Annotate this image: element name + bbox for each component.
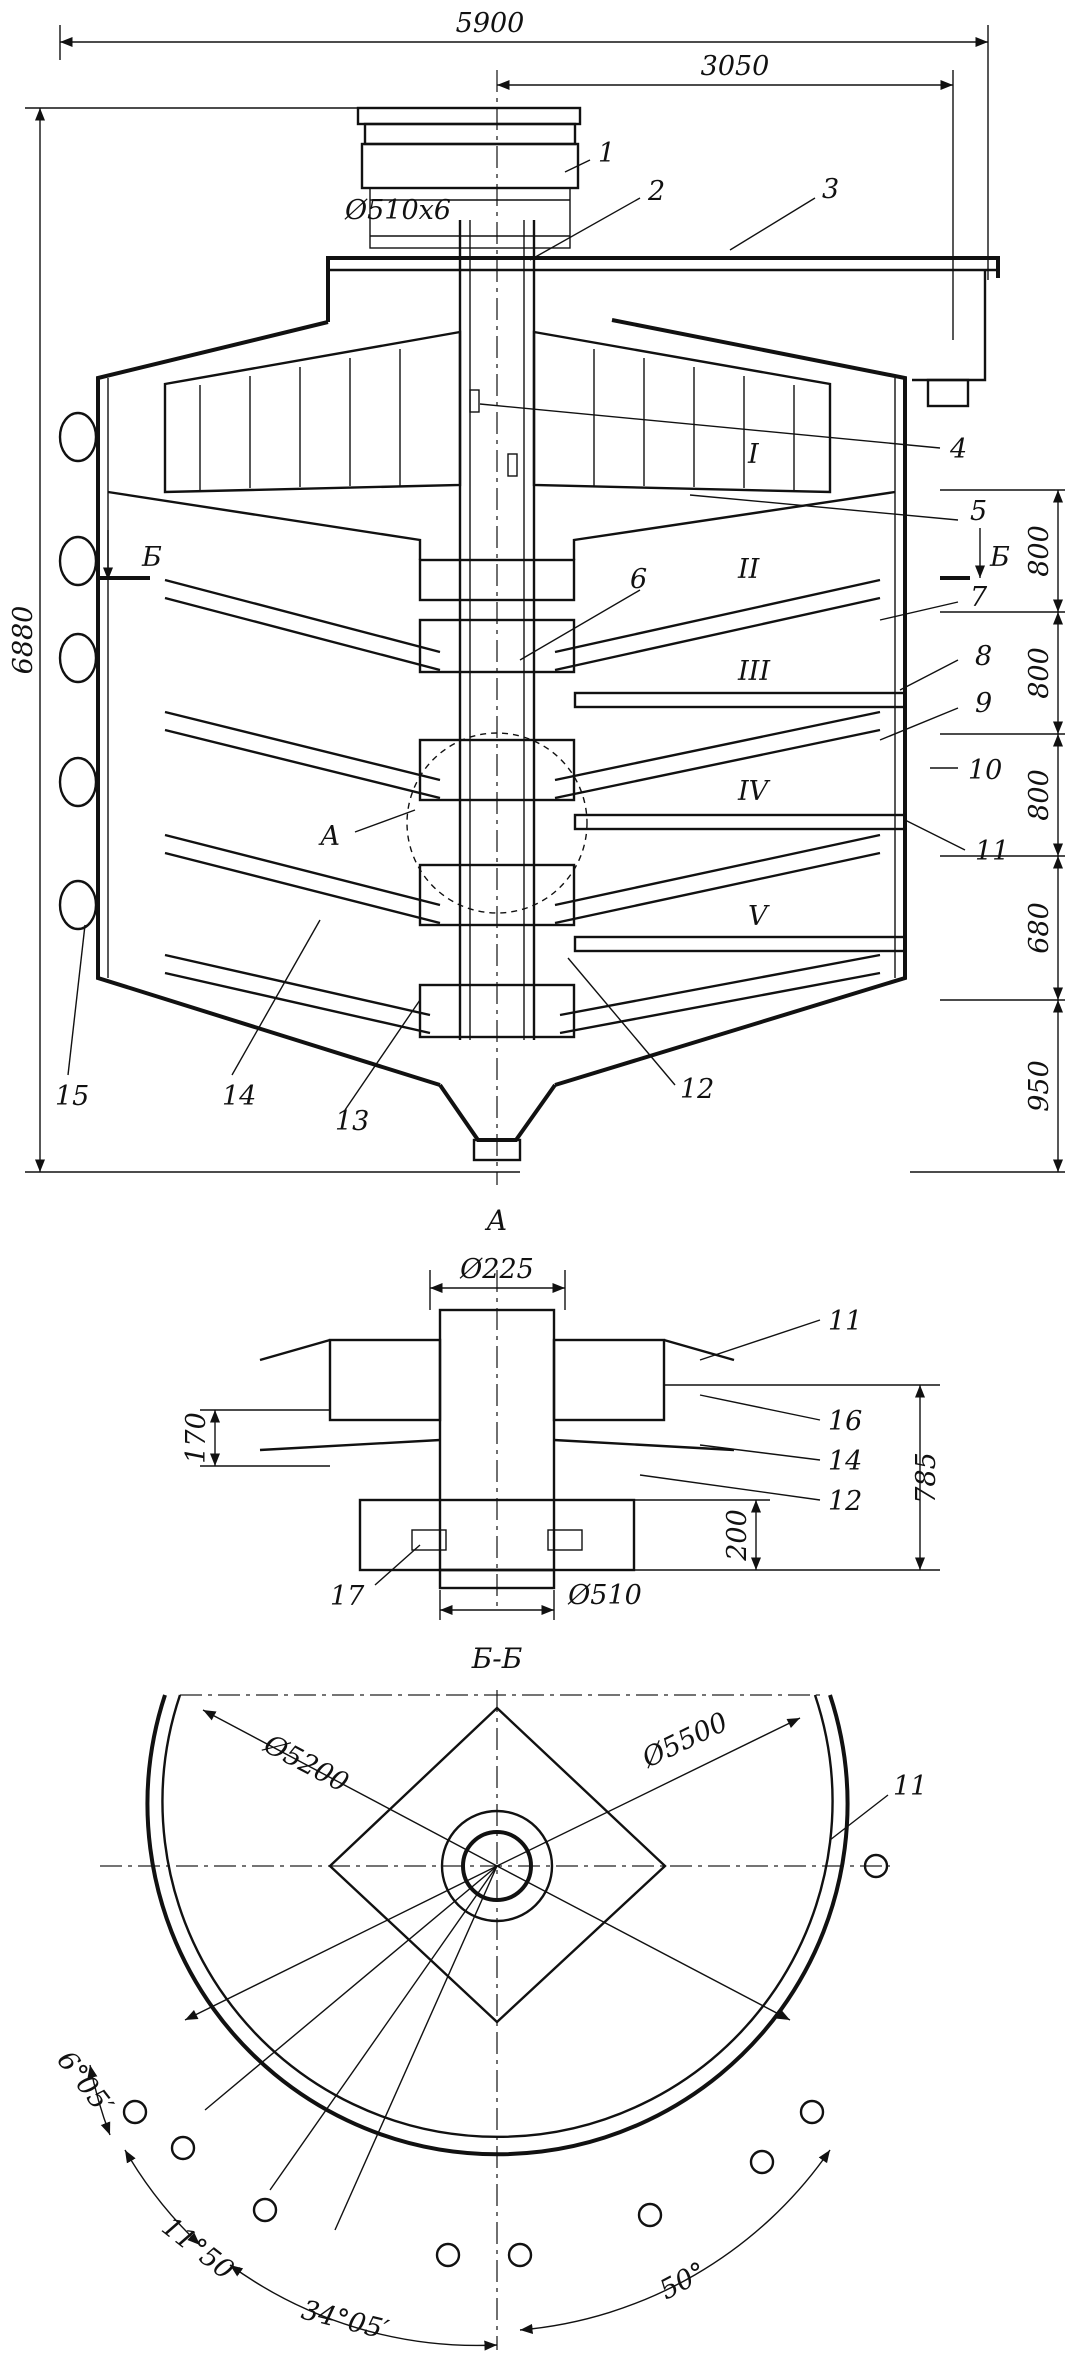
detail-pos-12: 12 (828, 1486, 862, 1517)
dim-inner-diameter: Ø5200 (258, 1728, 354, 1798)
dim-top-diameter: Ø225 (459, 1254, 534, 1285)
dim-overall-width: 5900 (456, 8, 525, 39)
outer-shell (96, 318, 907, 1162)
pos-9: 9 (975, 688, 992, 719)
pos-2: 2 (647, 176, 665, 207)
pos-3: 3 (822, 174, 839, 205)
detail-pos-17: 17 (330, 1581, 365, 1612)
dim-axis-to-outlet: 3050 (701, 51, 770, 82)
pos-13: 13 (335, 1106, 369, 1137)
pos-12: 12 (680, 1074, 714, 1105)
dim-angle-4: 50° (655, 2256, 712, 2306)
section-mark-left: Б (141, 542, 162, 573)
pos-8: 8 (975, 641, 992, 672)
position-callouts: 1 2 3 4 5 6 7 8 9 10 11 12 13 1 (55, 138, 1009, 1137)
section-title: Б-Б (471, 1642, 523, 1675)
detail-pos-11: 11 (828, 1306, 862, 1337)
pos-10: 10 (968, 755, 1002, 786)
pos-5: 5 (970, 496, 987, 527)
dimension-6880: 6880 (8, 107, 520, 1173)
main-view: 5900 3050 6880 Ø510х6 (8, 8, 1065, 1185)
dim-height-200: 200 (722, 1509, 753, 1562)
dim-height-170: 170 (181, 1412, 212, 1464)
detail-pos-16: 16 (828, 1406, 862, 1437)
burners-left (58, 411, 98, 931)
pos-11: 11 (975, 836, 1009, 867)
dim-pipe-diameter: Ø510х6 (344, 195, 451, 226)
dim-tier-4: 680 (1024, 902, 1055, 954)
detail-mark-a: А (318, 821, 340, 852)
tier-labels: I II III IV V (737, 439, 771, 932)
dim-angle-3: 34°05′ (298, 2295, 391, 2346)
section-mark-b: Б Б (100, 528, 1010, 580)
pos-6: 6 (630, 564, 647, 595)
tier-label-5: V (748, 901, 770, 932)
dimension-5900: 5900 (59, 8, 989, 280)
pos-4: 4 (949, 434, 967, 465)
tier-label-1: I (747, 439, 760, 470)
pos-7: 7 (970, 582, 988, 613)
tier-label-3: III (737, 656, 771, 687)
detail-view-a: А Ø225 170 785 200 Ø510 (181, 1204, 942, 1620)
dim-bottom-diameter: Ø510 (567, 1580, 642, 1611)
hearth-tiers (107, 330, 907, 1035)
dim-tier-1: 800 (1024, 525, 1055, 577)
pos-1: 1 (598, 138, 615, 169)
dim-tier-2: 800 (1024, 647, 1055, 699)
pos-14: 14 (222, 1081, 256, 1112)
section-mark-right: Б (989, 542, 1010, 573)
shaft-hubs (406, 558, 588, 1039)
section-view-bb: Б-Б Ø5200 Ø5500 11 (50, 1642, 927, 2351)
dim-outer-diameter: Ø5500 (637, 1707, 733, 1775)
section-pos-11: 11 (893, 1771, 927, 1802)
dim-angle-2: 11°50′ (156, 2211, 245, 2290)
dim-tier-3: 800 (1024, 769, 1055, 821)
dimension-3050: 3050 (497, 51, 954, 340)
tier-dimensions: 800 800 800 680 950 (910, 489, 1065, 1173)
dim-height-785: 785 (911, 1452, 942, 1504)
upper-chamber (326, 256, 1000, 408)
detail-title: А (484, 1204, 507, 1237)
dim-overall-height: 6880 (8, 606, 39, 675)
pos-15: 15 (55, 1081, 89, 1112)
dim-angle-1: 6°05′ (50, 2045, 118, 2120)
tier-label-4: IV (737, 776, 771, 807)
drive-cover (356, 106, 582, 249)
tier-label-2: II (737, 554, 761, 585)
dim-tier-5: 950 (1024, 1060, 1055, 1112)
detail-pos-14: 14 (828, 1446, 862, 1477)
